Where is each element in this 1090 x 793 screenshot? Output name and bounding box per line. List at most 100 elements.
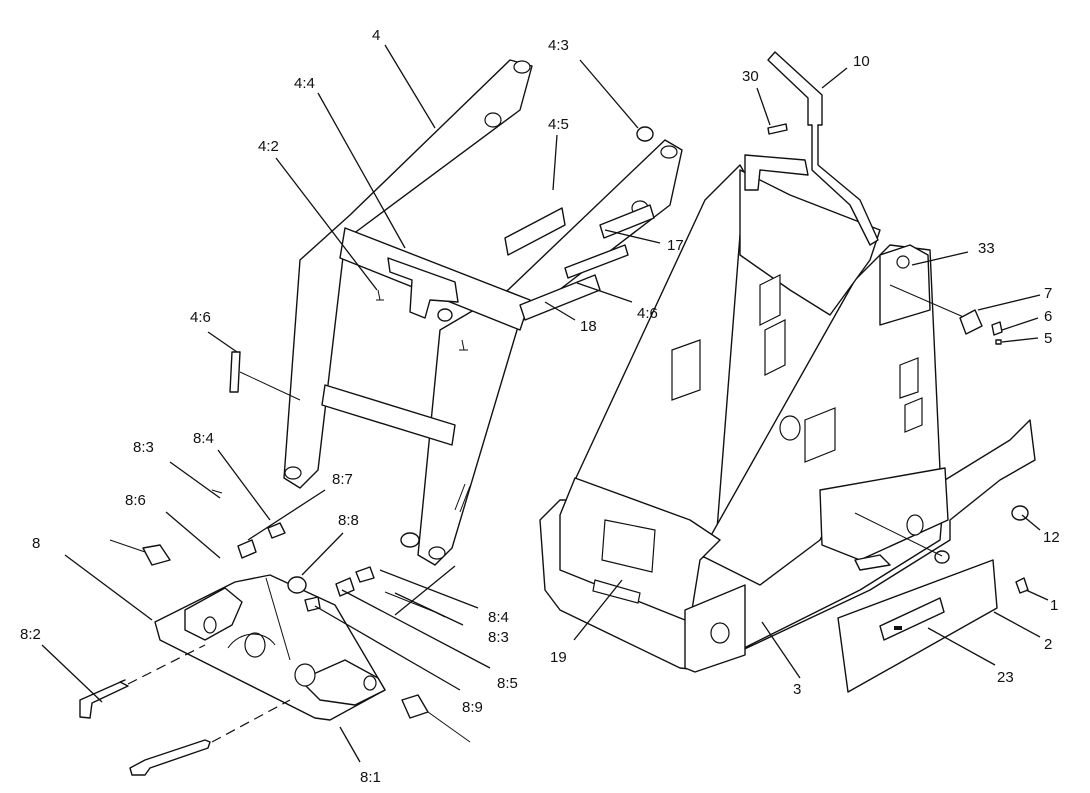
axis-8-7 <box>265 577 291 661</box>
bushing-part <box>636 126 654 142</box>
callout-8-2: 8:2 <box>20 626 41 643</box>
leader-2 <box>993 611 1041 638</box>
frame-axis-line <box>854 512 943 557</box>
bracket-bushing <box>437 308 453 322</box>
bushing-8-8 <box>287 576 307 594</box>
decal-arm-upper <box>599 204 655 239</box>
leader-7 <box>977 294 1041 311</box>
leader-8 <box>64 554 153 621</box>
callout-2: 2 <box>1044 636 1052 653</box>
leader-10 <box>821 67 848 89</box>
pin-shaft-right <box>427 711 471 743</box>
leader-4-2 <box>275 157 378 291</box>
leader-8-1 <box>339 726 361 763</box>
callout-8-1: 8:1 <box>360 769 381 786</box>
decal-30 <box>767 123 788 135</box>
leader-4-6a <box>207 331 238 353</box>
callout-3: 3 <box>793 681 801 698</box>
lock-pin-left <box>142 544 171 566</box>
left-plate-cutout <box>671 339 701 401</box>
leader-8-3a <box>169 461 221 499</box>
grease-fitting-left <box>376 289 384 301</box>
handle-8-1 <box>129 739 211 776</box>
mount-axis-line <box>889 284 976 323</box>
leader-19 <box>573 579 623 641</box>
front-opening <box>601 519 656 573</box>
handle-dash-lower <box>211 699 291 743</box>
clip-8-9 <box>304 596 321 612</box>
nut-5 <box>995 339 1002 345</box>
attach-hole-right <box>294 663 316 687</box>
leader-4 <box>384 44 436 129</box>
leader-5 <box>1001 337 1039 343</box>
upper-cutout <box>759 274 781 326</box>
callout-4-6b: 4:6 <box>637 305 658 322</box>
callout-4-4: 4:4 <box>294 75 315 92</box>
mid-cutout <box>764 319 786 376</box>
quick-attach-assembly <box>79 489 471 776</box>
leader-8-8 <box>301 532 344 576</box>
callout-33: 33 <box>978 240 995 257</box>
callout-23: 23 <box>997 669 1014 686</box>
leader-8-4b <box>379 569 479 609</box>
center-bracket <box>387 257 459 319</box>
callout-8-4a: 8:4 <box>193 430 214 447</box>
spring-left <box>237 539 257 559</box>
leader-23 <box>927 627 996 666</box>
pivot-hole-mid-left <box>484 112 502 128</box>
callout-8-5: 8:5 <box>497 675 518 692</box>
pin-shaft-left <box>109 539 146 553</box>
leader-30 <box>756 87 771 126</box>
bracket-33-hole <box>896 255 910 269</box>
lift-arm-left <box>283 59 533 489</box>
leader-8-7 <box>247 489 326 541</box>
attach-left-bracket <box>184 587 243 641</box>
attach-curve <box>227 633 276 649</box>
bracket-33 <box>879 244 931 326</box>
callout-8-6: 8:6 <box>125 492 146 509</box>
leader-3 <box>761 621 801 679</box>
pivot-pin-7 <box>959 309 983 335</box>
bolt-1 <box>1015 577 1029 594</box>
attach-right-bracket <box>299 659 386 706</box>
lock-pin-right <box>401 694 429 719</box>
decal-18 <box>519 274 601 321</box>
handle-dash-upper <box>127 644 206 685</box>
arm-slot <box>454 483 471 513</box>
callout-4: 4 <box>372 27 380 44</box>
leader-arm-axis <box>394 565 456 616</box>
leader-4-3 <box>579 59 639 129</box>
callout-8-4b: 8:4 <box>488 609 509 626</box>
decal-guide-line <box>239 371 301 401</box>
callout-7: 7 <box>1044 285 1052 302</box>
callout-6: 6 <box>1044 308 1052 325</box>
leader-4-4 <box>317 92 406 249</box>
cap-right <box>355 566 375 583</box>
leader-8-5 <box>341 589 491 669</box>
leader-18 <box>544 301 576 321</box>
callout-4-5: 4:5 <box>548 116 569 133</box>
bolt-6 <box>991 321 1003 336</box>
leader-8-9 <box>314 605 461 691</box>
pivot-hole-upper-left <box>513 60 531 74</box>
leader-8-2 <box>41 644 103 703</box>
leader-33 <box>911 251 969 266</box>
callout-8-9: 8:9 <box>462 699 483 716</box>
frame-rear-plate <box>819 467 949 561</box>
spring-right <box>335 577 355 597</box>
pivot-hole-lower-right <box>428 546 446 560</box>
front-slot <box>592 579 641 604</box>
callout-4-2: 4:2 <box>258 138 279 155</box>
callout-5: 5 <box>1044 330 1052 347</box>
cover-plate-2 <box>837 559 998 693</box>
leader-8-6 <box>165 511 221 559</box>
callout-17: 17 <box>667 237 684 254</box>
callout-8: 8 <box>32 535 40 552</box>
right-plate-cutout <box>804 407 836 463</box>
leader-lines <box>41 44 1049 763</box>
frame-bushing <box>934 550 950 564</box>
control-handle <box>767 51 879 246</box>
leader-12 <box>1021 514 1041 531</box>
callout-labels: 4 4:4 4:2 4:3 4:5 17 18 4:6 4:6 30 10 33… <box>20 27 1060 786</box>
